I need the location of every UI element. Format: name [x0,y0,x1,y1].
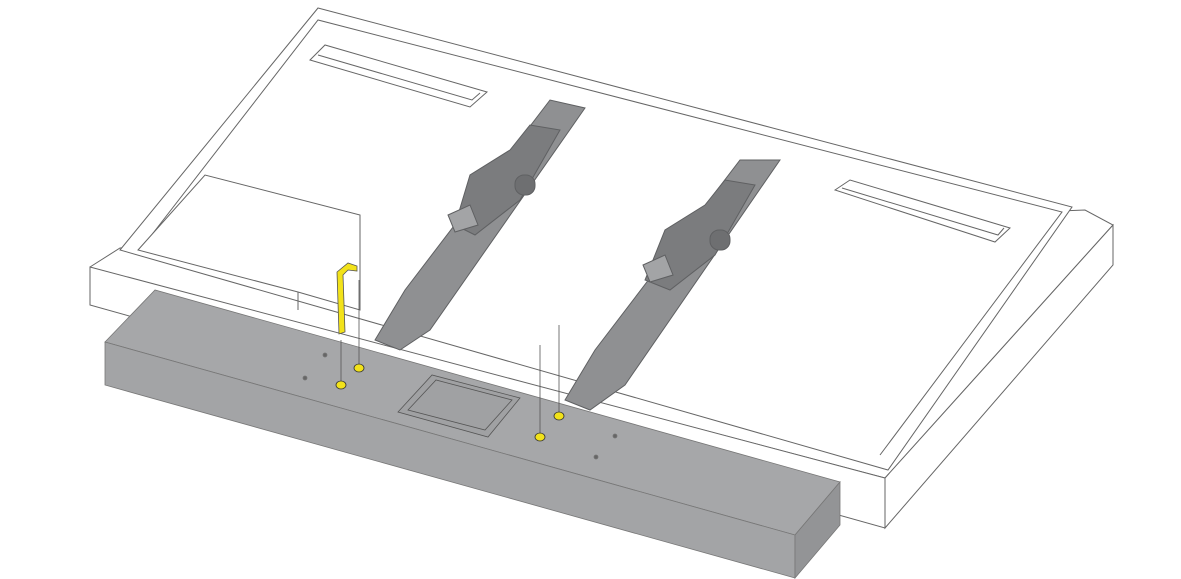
soundbar-end [794,480,841,579]
tv-back-bevel [139,19,1063,456]
soundbar-mount-plate [397,374,521,438]
vent-right [833,179,1011,243]
screw-icon [534,432,546,442]
screw-icon [553,411,565,421]
screw-icon [335,380,347,390]
mounting-bracket-left [374,99,586,351]
screw-icon [353,363,365,373]
tv-back-panel [119,7,1073,471]
screws [335,363,565,442]
hex-key-icon [336,262,358,335]
guide-lines [340,280,560,434]
connector-panel [137,174,361,311]
soundbar [104,289,841,579]
tv-slab-side [884,223,1114,530]
mounting-bracket-right [564,159,781,411]
